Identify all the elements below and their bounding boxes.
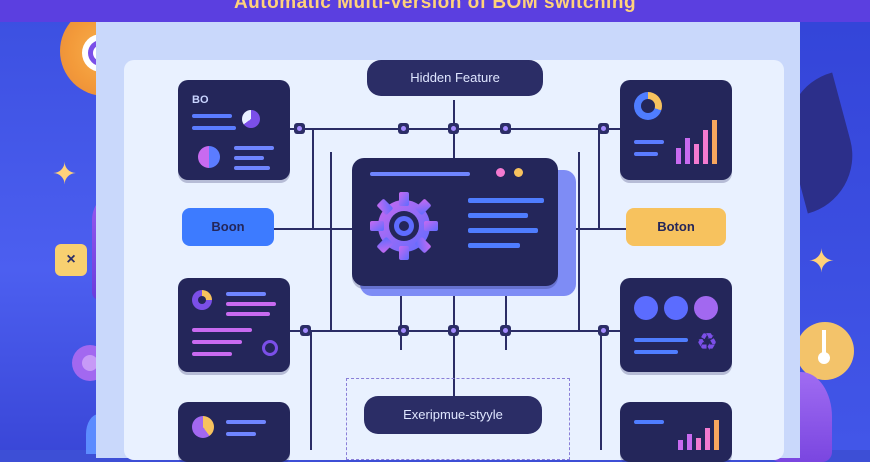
dot-purple: [694, 296, 718, 320]
card-line: [192, 126, 236, 130]
card-label: BO: [192, 94, 209, 106]
experiment-style-pill[interactable]: Exeripmue-styyle: [364, 396, 542, 434]
card-line: [634, 420, 664, 424]
connector-node[interactable]: [500, 325, 511, 336]
gear-icon: [368, 190, 440, 262]
dot-blue: [664, 296, 688, 320]
center-card[interactable]: [352, 158, 558, 286]
card-line: [226, 292, 266, 296]
connector-mid-horizontal-2: [330, 152, 332, 332]
status-dot: [496, 168, 505, 177]
card-line: [634, 140, 664, 144]
connector-bottom-inner-2: [505, 290, 507, 350]
connector-node[interactable]: [398, 325, 409, 336]
card-line: [226, 302, 276, 306]
boon-button-label: Boon: [211, 219, 245, 234]
card-line: [226, 432, 256, 436]
connector-node[interactable]: [300, 325, 311, 336]
card-line: [634, 152, 658, 156]
bar-chart-icon: [676, 114, 722, 164]
connector-bottom-inner: [400, 290, 402, 350]
boton-button[interactable]: Boton: [626, 208, 726, 246]
center-line: [468, 213, 528, 218]
connector-bottom-right: [600, 330, 602, 450]
pie-icon: [198, 146, 220, 168]
donut-icon: [634, 92, 662, 120]
connector-bottom-left: [310, 330, 312, 450]
connector-top-horizontal: [235, 128, 655, 130]
bottom-right-partial-card[interactable]: [620, 402, 732, 462]
recycle-icon: ♻: [696, 329, 718, 356]
page-title: Automatic Multi-version of BOM switching: [233, 0, 637, 13]
dot-blue: [634, 296, 658, 320]
connector-node[interactable]: [294, 123, 305, 134]
status-dot: [514, 168, 523, 177]
close-button[interactable]: ×: [55, 244, 87, 276]
card-line: [226, 420, 266, 424]
close-icon: ×: [66, 251, 76, 268]
sparkle-icon: ✦: [808, 243, 835, 279]
bar-chart-icon: [678, 410, 724, 450]
card-line: [234, 166, 270, 170]
center-title-bar: [370, 172, 470, 176]
boon-button[interactable]: Boon: [182, 208, 274, 246]
connector-bottom-center: [453, 290, 455, 400]
card-line: [192, 328, 252, 332]
connector-node[interactable]: [598, 325, 609, 336]
lamp-decoration: [796, 322, 854, 380]
center-line: [468, 228, 538, 233]
connector-mid-vertical-right: [578, 152, 580, 332]
card-line: [234, 156, 264, 160]
card-line: [234, 146, 274, 150]
bottom-left-partial-card[interactable]: [178, 402, 290, 462]
header-banner: [0, 0, 870, 22]
card-line: [634, 350, 678, 354]
bottom-left-card[interactable]: [178, 278, 290, 372]
connector-node[interactable]: [598, 123, 609, 134]
center-line: [468, 198, 544, 203]
card-line: [634, 338, 688, 342]
card-line: [192, 114, 232, 118]
card-line: [226, 312, 270, 316]
top-right-card[interactable]: [620, 80, 732, 180]
circle-icon: [262, 340, 278, 356]
donut-icon: [192, 416, 214, 438]
experiment-style-label: Exeripmue-styyle: [403, 407, 503, 422]
top-left-card[interactable]: BO: [178, 80, 290, 180]
boton-button-label: Boton: [657, 219, 695, 234]
center-line: [468, 243, 520, 248]
pie-icon: [242, 110, 260, 128]
card-line: [192, 352, 232, 356]
hidden-feature-label: Hidden Feature: [410, 70, 500, 85]
sparkle-icon: ✦: [52, 158, 78, 191]
connector-right-vertical: [598, 128, 600, 228]
connector-node[interactable]: [448, 325, 459, 336]
connector-node[interactable]: [398, 123, 409, 134]
card-line: [192, 340, 242, 344]
bottom-right-card[interactable]: ♻: [620, 278, 732, 372]
drop-icon: [192, 290, 212, 310]
connector-node[interactable]: [448, 123, 459, 134]
hidden-feature-pill[interactable]: Hidden Feature: [367, 60, 543, 96]
connector-node[interactable]: [500, 123, 511, 134]
connector-left-vertical: [312, 128, 314, 228]
